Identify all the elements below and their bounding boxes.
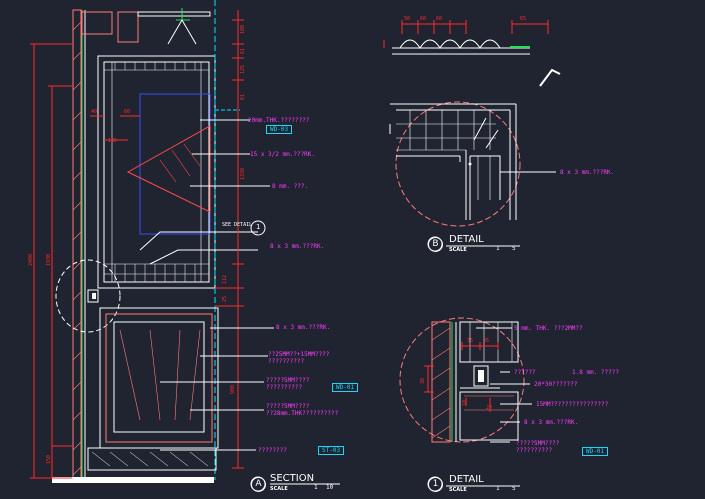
detail-1-label-b: ?????? bbox=[514, 369, 536, 376]
section-label-d: 8 x 3 mm.???RK. bbox=[270, 243, 325, 250]
detail-1-dim-2: 30 bbox=[420, 377, 426, 384]
dim-right-1: 61 bbox=[240, 47, 246, 54]
dim-right-5: 112 bbox=[222, 274, 228, 284]
detail-b-scale-den: 5 bbox=[512, 245, 516, 252]
dim-inner-0: 40 bbox=[91, 109, 98, 115]
detail-1-title: DETAIL bbox=[449, 474, 484, 485]
section-label-i: ???????? bbox=[258, 447, 287, 454]
dim-right-6: 25 bbox=[222, 295, 228, 302]
section-label-c: 8 mm. ???. bbox=[272, 183, 309, 190]
dim-right-7: 900 bbox=[230, 384, 236, 394]
detail-1-dim-0: 35 bbox=[467, 338, 474, 344]
dim-right-0: 180 bbox=[240, 24, 246, 34]
detail-1-dim-3: 10 bbox=[462, 399, 468, 406]
tag-wd-01: WD-01 bbox=[332, 383, 359, 392]
detail-1-scale-den: 5 bbox=[512, 485, 516, 492]
section-label-f1: ??25MM??+15MM???? bbox=[268, 351, 330, 358]
section-label-g1: ?????5MM???? bbox=[266, 377, 310, 384]
detail-1-label-f1: ?????5MM???? bbox=[516, 440, 560, 447]
dim-right-3: 61 bbox=[240, 93, 246, 100]
section-label-h1: ?????5MM???? bbox=[266, 403, 310, 410]
section-label-f2: ?????????? bbox=[268, 358, 305, 365]
section-scale-den: 10 bbox=[326, 484, 334, 491]
section-bubble: A bbox=[251, 477, 266, 492]
section-label-h2: ??28mm.THK?????????? bbox=[266, 410, 339, 417]
tag-wd-03: WD-03 bbox=[266, 125, 293, 134]
detail-1-label-c: 20*30??????? bbox=[534, 381, 578, 388]
section-a-drawing bbox=[30, 0, 340, 492]
section-title: SECTION bbox=[270, 473, 315, 484]
detail-1-label-e: 8 x 3 mm.???RK. bbox=[524, 419, 579, 426]
dim-right-4: 1330 bbox=[240, 167, 246, 180]
detail-1-dim-1: 35 bbox=[483, 338, 490, 344]
dim-left-2: 150 bbox=[46, 454, 52, 464]
detail-b-dim-2: 60 bbox=[436, 16, 443, 22]
detail-1-scale-num: 1 bbox=[496, 485, 500, 492]
detail-b-dim-1: 60 bbox=[420, 16, 427, 22]
tag-st-03: ST-03 bbox=[318, 446, 345, 455]
detail-b-drawing bbox=[383, 20, 561, 252]
section-label-g2: ?????????? bbox=[266, 384, 303, 391]
section-label-e: 8 x 3 mm.???RK. bbox=[276, 324, 331, 331]
detail-1-label-a: 5 mm. THK. ???2MM?? bbox=[514, 325, 583, 332]
detail-1-scale-label: SCALE bbox=[449, 487, 467, 493]
detail-1-drawing bbox=[399, 317, 532, 492]
detail-1-bubble: 1 bbox=[428, 477, 443, 492]
dim-inner-2: 185 bbox=[108, 138, 118, 144]
detail-b-bubble: B bbox=[428, 237, 443, 252]
dim-left-0: 2480 bbox=[28, 253, 34, 266]
detail-1-label-d: 15MM???????????????? bbox=[536, 401, 609, 408]
section-label-b: 15 x 3/2 mm.???RK. bbox=[250, 151, 316, 158]
dim-inner-1: 60 bbox=[124, 109, 131, 115]
detail-1-label-b2: 1.8 mm. ????? bbox=[572, 369, 619, 376]
section-leaders bbox=[160, 119, 274, 451]
section-scale-num: 1 bbox=[314, 484, 318, 491]
dim-left-1: 1930 bbox=[46, 253, 52, 266]
see-detail-label: SEE DETAIL bbox=[222, 222, 253, 228]
detail-b-dim-0: 50 bbox=[404, 16, 411, 22]
section-scale-label: SCALE bbox=[270, 486, 288, 492]
detail-1-dim-4: 20 bbox=[486, 405, 493, 411]
detail-b-scale-label: SCALE bbox=[449, 247, 467, 253]
detail-b-dim-3: 65 bbox=[520, 16, 527, 22]
detail-1-label-f2: ?????????? bbox=[516, 447, 553, 454]
detail-b-title: DETAIL bbox=[449, 234, 484, 245]
detail-b-label: 8 x 3 mm.???RK. bbox=[560, 169, 615, 176]
section-label-a: 20mm.THK.???????? bbox=[248, 117, 310, 124]
detail-1-tag: WD-01 bbox=[582, 447, 609, 456]
dim-right-2: 125 bbox=[240, 64, 246, 74]
see-detail-number: 1 bbox=[256, 223, 261, 231]
detail-b-scale-num: 1 bbox=[496, 245, 500, 252]
